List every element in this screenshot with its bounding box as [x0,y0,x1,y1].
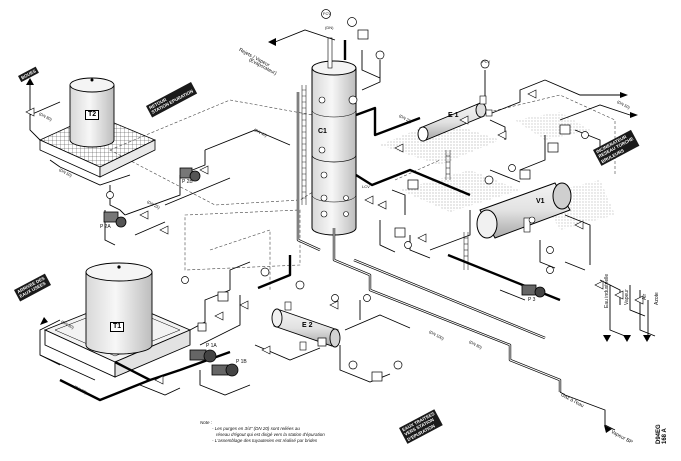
label-lcv: LCV [362,184,370,189]
label-t2: T2 [85,110,100,120]
note-title: Note : [200,420,213,425]
note-line-3: - L'assemblage des tuyauteries est réali… [212,438,318,444]
ladders [445,150,469,270]
document-reference: D94EG 168 A [656,424,668,444]
note-line-2: réseau d'égout qui est dirigé vers la st… [216,432,325,438]
label-p2a: P 2A [100,224,111,230]
label-e2: E 2 [302,322,313,329]
label-v1: V1 [536,198,545,205]
label-azote: Azote [654,292,660,305]
pump-p1a-shape [189,349,217,363]
label-pcv: PCV [482,59,491,64]
label-dn-a: (DN) [325,25,334,30]
instrument-boxes [197,29,571,382]
label-vapeur: Vapeur [624,289,630,305]
label-eau-industrielle: Eau industrielle [604,273,610,308]
exchanger-e1 [417,95,493,142]
label-p2b: P 2B [182,179,193,185]
note-block: Note : - Les purges en 3/4" (DN 20) sont… [200,420,325,444]
column-c1 [301,37,357,236]
pump-p1b-shape [211,363,239,377]
main-pipes-inner [297,92,561,392]
pump-p2a-shape [103,211,127,228]
note-line-1: - Les purges en 3/4" (DN 20) sont reliée… [212,426,300,432]
label-fcv: FCV [323,11,331,16]
label-p1a: P 1A [206,343,217,349]
instruments [106,9,604,370]
label-air: Air [642,293,648,300]
pump-p3-shape [521,284,546,298]
label-e1: E 1 [448,112,459,119]
exchanger-e2 [271,301,341,351]
label-p1b: P 1B [236,359,247,365]
vessel-v1 [476,182,572,239]
pump-p2b-shape [179,167,201,182]
label-c1: C1 [318,128,327,135]
pumps [103,167,546,377]
label-t1: T1 [110,322,125,332]
t1-tank [85,262,153,355]
valves [25,89,644,385]
label-p3: P 3 [528,297,536,303]
flow-arrows [26,38,651,433]
